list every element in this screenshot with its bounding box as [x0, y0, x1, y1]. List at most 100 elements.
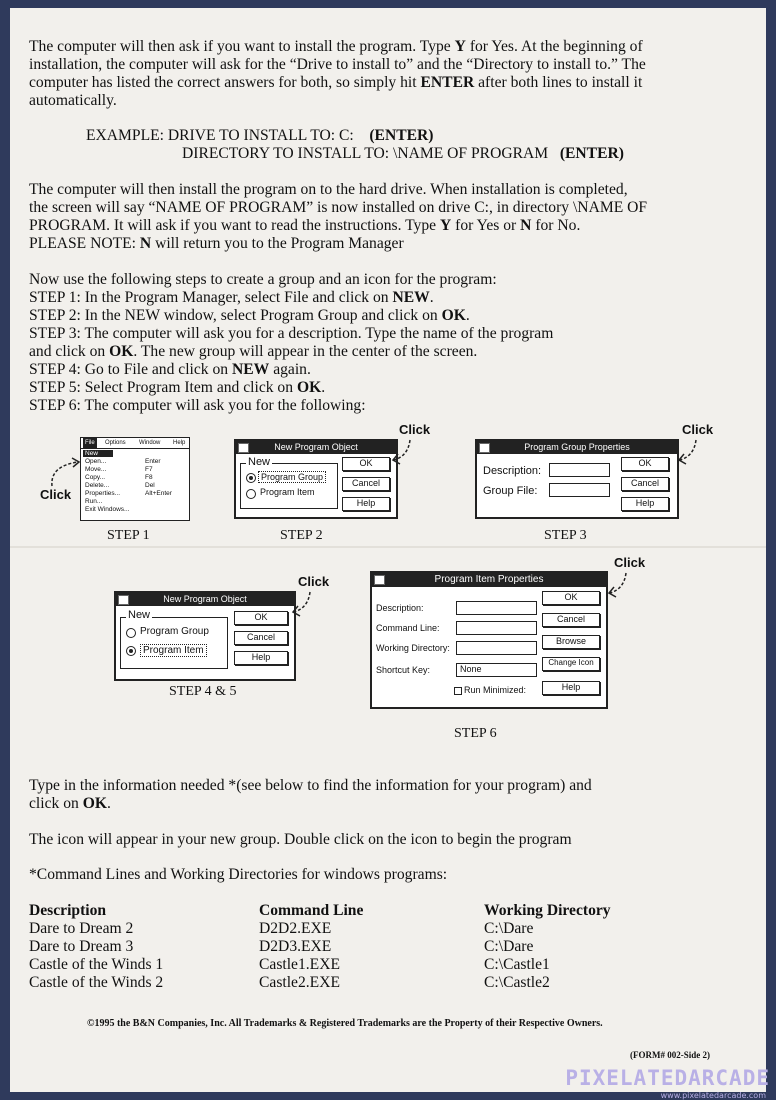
- radio-program-item[interactable]: [246, 489, 256, 499]
- file-menu-figure: File Options Window Help New Open... Ent…: [80, 437, 190, 521]
- step-45-label: STEP 4 & 5: [169, 684, 237, 699]
- cancel-button[interactable]: Cancel: [234, 631, 288, 645]
- program-group-properties-dialog: Program Group Properties Description: Gr…: [475, 439, 679, 519]
- arrow-icon: [607, 572, 627, 598]
- arrow-icon: [51, 457, 81, 487]
- table-row-2-desc: Dare to Dream 3: [29, 938, 134, 955]
- table-row-1-dir: C:\Dare: [484, 920, 534, 937]
- table-row-1-cmd: D2D2.EXE: [259, 920, 332, 937]
- after-line-3: PROGRAM. It will ask if you want to read…: [29, 217, 581, 234]
- click-label-step6: Click: [614, 555, 646, 570]
- group-file-field[interactable]: [549, 483, 610, 497]
- program-item-properties-dialog: Program Item Properties Description: Com…: [370, 571, 608, 709]
- control-menu-icon[interactable]: [238, 443, 249, 453]
- after-line-2: the screen will say “NAME OF PROGRAM” is…: [29, 199, 648, 216]
- cancel-button[interactable]: Cancel: [621, 477, 669, 491]
- help-button[interactable]: Help: [542, 681, 600, 695]
- step-5-text: STEP 5: Select Program Item and click on…: [29, 379, 326, 396]
- menu-bar: File Options Window Help: [81, 438, 189, 449]
- menu-item-delete[interactable]: Delete...: [85, 482, 110, 489]
- step-2-text: STEP 2: In the NEW window, select Progra…: [29, 307, 470, 324]
- step-1-label: STEP 1: [107, 528, 150, 543]
- new-program-object-dialog-2: New Program Object New Program Group Pro…: [114, 591, 296, 681]
- menu-item-properties[interactable]: Properties...: [85, 490, 121, 497]
- menu-file[interactable]: File: [83, 438, 97, 448]
- command-lines-intro: *Command Lines and Working Directories f…: [29, 866, 448, 883]
- step-1-text: STEP 1: In the Program Manager, select F…: [29, 289, 434, 306]
- table-row-2-cmd: D2D3.EXE: [259, 938, 332, 955]
- arrow-icon: [677, 439, 697, 465]
- menu-item-open[interactable]: Open...: [85, 458, 107, 465]
- help-button[interactable]: Help: [234, 651, 288, 665]
- description-field[interactable]: [549, 463, 610, 477]
- table-row-2-dir: C:\Dare: [484, 938, 534, 955]
- example-line-2: DIRECTORY TO INSTALL TO: \NAME OF PROGRA…: [182, 145, 624, 162]
- table-header-description: Description: [29, 902, 107, 919]
- ok-button[interactable]: OK: [621, 457, 669, 471]
- new-group-label: New: [126, 609, 153, 621]
- ok-button[interactable]: OK: [234, 611, 288, 625]
- menu-options[interactable]: Options: [105, 440, 126, 446]
- menu-item-run[interactable]: Run...: [85, 498, 103, 505]
- menu-help[interactable]: Help: [173, 440, 186, 446]
- step-3-label: STEP 3: [544, 528, 587, 543]
- help-button[interactable]: Help: [621, 497, 669, 511]
- table-row-3-dir: C:\Castle1: [484, 956, 550, 973]
- menu-item-move[interactable]: Move...: [85, 466, 107, 473]
- program-item-label: Program Item: [260, 487, 315, 497]
- intro-line-2: installation, the computer will ask for …: [29, 56, 646, 73]
- form-number: (FORM# 002-Side 2): [630, 1050, 710, 1060]
- menu-key-delete: Del: [145, 482, 155, 489]
- radio-program-group[interactable]: [126, 628, 136, 638]
- run-minimized-checkbox[interactable]: [454, 687, 462, 695]
- icon-line: The icon will appear in your new group. …: [29, 831, 572, 848]
- click-label-step2: Click: [399, 422, 431, 437]
- menu-item-copy[interactable]: Copy...: [85, 474, 106, 481]
- arrow-icon: [291, 591, 311, 617]
- radio-program-group[interactable]: [246, 473, 256, 483]
- working-directory-label: Working Directory:: [376, 643, 450, 653]
- step-6-label: STEP 6: [454, 726, 497, 741]
- radio-program-item[interactable]: [126, 646, 136, 656]
- ok-button[interactable]: OK: [542, 591, 600, 605]
- step-4-text: STEP 4: Go to File and click on NEW agai…: [29, 361, 311, 378]
- new-program-object-dialog: New Program Object New Program Group Pro…: [234, 439, 398, 519]
- table-row-4-desc: Castle of the Winds 2: [29, 974, 164, 991]
- cancel-button[interactable]: Cancel: [342, 477, 390, 491]
- table-header-working-directory: Working Directory: [484, 902, 611, 919]
- control-menu-icon[interactable]: [479, 443, 490, 453]
- command-line-label: Command Line:: [376, 623, 440, 633]
- control-menu-icon[interactable]: [374, 575, 385, 585]
- cancel-button[interactable]: Cancel: [542, 613, 600, 627]
- step-3-text: STEP 3: The computer will ask you for a …: [29, 325, 554, 342]
- menu-window[interactable]: Window: [139, 440, 161, 446]
- table-header-command-line: Command Line: [259, 902, 364, 919]
- ok-button[interactable]: OK: [342, 457, 390, 471]
- control-menu-icon[interactable]: [118, 595, 129, 605]
- instruction-sheet: The computer will then ask if you want t…: [10, 8, 766, 1092]
- command-line-field[interactable]: [456, 621, 537, 635]
- run-minimized-label: Run Minimized:: [464, 685, 527, 695]
- example-line-1: EXAMPLE: DRIVE TO INSTALL TO: C: (ENTER): [86, 127, 434, 144]
- type-info-line-1: Type in the information needed *(see bel…: [29, 777, 592, 794]
- help-button[interactable]: Help: [342, 497, 390, 511]
- menu-item-exit[interactable]: Exit Windows...: [85, 506, 130, 513]
- table-row-3-cmd: Castle1.EXE: [259, 956, 340, 973]
- click-label-step1: Click: [40, 487, 72, 502]
- program-group-label: Program Group: [140, 626, 209, 637]
- shortcut-key-field[interactable]: None: [456, 663, 537, 677]
- description-label: Description:: [483, 465, 542, 477]
- table-row-1-desc: Dare to Dream 2: [29, 920, 134, 937]
- new-group-label: New: [246, 456, 273, 468]
- browse-button[interactable]: Browse: [542, 635, 600, 649]
- menu-key-open: Enter: [145, 458, 161, 465]
- change-icon-button[interactable]: Change Icon: [542, 657, 600, 671]
- click-label-step45: Click: [298, 574, 330, 589]
- dialog-title: Program Item Properties: [372, 573, 606, 587]
- after-line-1: The computer will then install the progr…: [29, 181, 628, 198]
- menu-item-new[interactable]: New: [83, 450, 113, 457]
- working-directory-field[interactable]: [456, 641, 537, 655]
- steps-intro: Now use the following steps to create a …: [29, 271, 497, 288]
- copyright-footer: ©1995 the B&N Companies, Inc. All Tradem…: [87, 1018, 603, 1029]
- description-field[interactable]: [456, 601, 537, 615]
